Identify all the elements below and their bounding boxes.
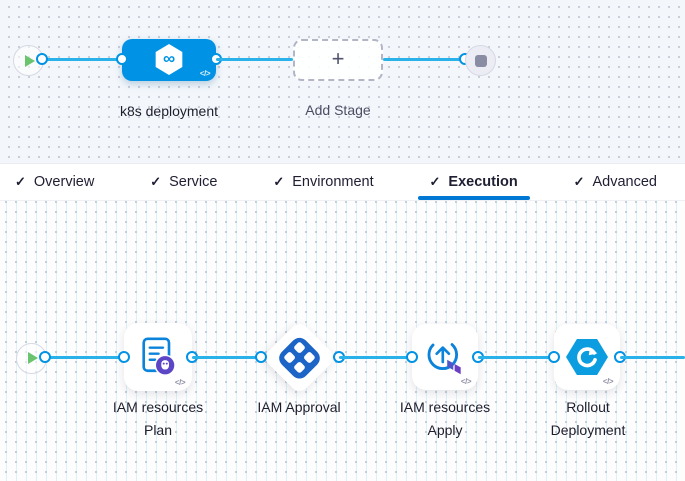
stage-config-tabbar: ✓ Overview ✓ Service ✓ Environment ✓ Exe… bbox=[0, 163, 685, 201]
check-icon: ✓ bbox=[150, 174, 162, 189]
terraform-plan-icon bbox=[142, 337, 176, 376]
stop-icon bbox=[474, 54, 487, 67]
add-stage-button[interactable]: + bbox=[293, 38, 383, 81]
port-start-out[interactable] bbox=[35, 53, 48, 65]
play-icon bbox=[28, 352, 38, 364]
check-icon: ✓ bbox=[273, 174, 285, 189]
port-approval-in[interactable] bbox=[254, 350, 267, 363]
terraform-apply-icon bbox=[427, 339, 461, 375]
step-label-rollout: Rollout Deployment bbox=[517, 396, 659, 442]
tab-label: Overview bbox=[33, 174, 95, 190]
play-icon bbox=[25, 54, 35, 67]
tab-label: Environment bbox=[292, 174, 374, 190]
port-stage-in[interactable] bbox=[115, 53, 128, 65]
code-view-icon[interactable]: </> bbox=[602, 377, 614, 386]
step-label-line: IAM resources bbox=[112, 399, 204, 415]
tab-advanced[interactable]: ✓ Advanced bbox=[562, 164, 669, 200]
code-view-icon[interactable]: </> bbox=[460, 377, 472, 386]
edge-start-to-plan bbox=[45, 355, 124, 359]
plus-icon: + bbox=[331, 45, 345, 71]
step-node-iam-approval[interactable] bbox=[261, 319, 337, 395]
step-label-approval: IAM Approval bbox=[229, 396, 369, 419]
step-label-plan: IAM resources Plan bbox=[88, 396, 228, 442]
edge-rollout-to-next bbox=[620, 355, 685, 359]
step-node-terraform-plan[interactable]: </> bbox=[124, 323, 192, 391]
check-icon: ✓ bbox=[429, 174, 441, 189]
pipeline-end-node bbox=[465, 45, 496, 76]
edge-stage-to-add bbox=[216, 58, 293, 61]
port-plan-in[interactable] bbox=[117, 350, 130, 363]
harness-cd-icon: ∞ bbox=[155, 44, 183, 75]
step-node-rollout-deployment[interactable]: </> bbox=[554, 324, 620, 390]
port-apply-in[interactable] bbox=[405, 350, 418, 363]
stage-label: k8s deployment bbox=[119, 103, 219, 119]
add-stage-label: Add Stage bbox=[305, 102, 371, 118]
execution-graph-canvas[interactable]: </> </> bbox=[0, 201, 685, 481]
step-node-terraform-apply[interactable]: </> bbox=[412, 324, 478, 390]
step-label-line: Plan bbox=[143, 422, 173, 438]
tab-execution[interactable]: ✓ Execution bbox=[417, 164, 530, 200]
code-view-icon[interactable]: </> bbox=[199, 68, 211, 78]
check-icon: ✓ bbox=[573, 174, 585, 189]
tab-environment[interactable]: ✓ Environment bbox=[261, 164, 385, 200]
step-label-line: Apply bbox=[427, 422, 463, 438]
port-exec-start-out[interactable] bbox=[38, 350, 51, 363]
port-rollout-in[interactable] bbox=[547, 350, 560, 363]
edge-plan-to-approval bbox=[192, 355, 261, 359]
tab-label: Service bbox=[169, 174, 218, 190]
step-label-line: Deployment bbox=[550, 422, 626, 438]
active-tab-underline bbox=[417, 196, 530, 200]
edge-approval-to-apply bbox=[339, 355, 412, 359]
approval-icon bbox=[274, 332, 324, 382]
edge-apply-to-rollout bbox=[478, 355, 554, 359]
infinity-glyph: ∞ bbox=[162, 49, 176, 68]
rolling-deploy-icon bbox=[566, 339, 608, 375]
edge-start-to-stage bbox=[42, 58, 122, 61]
step-label-line: Rollout bbox=[566, 399, 610, 415]
stage-node-k8s-deployment[interactable]: ∞ </> bbox=[122, 38, 216, 81]
check-icon: ✓ bbox=[15, 174, 26, 189]
tab-label: Advanced bbox=[592, 174, 657, 190]
tab-overview[interactable]: ✓ Overview bbox=[3, 164, 106, 200]
stage-graph-canvas[interactable]: ∞ </> + k8s deployment Add Stage bbox=[0, 0, 685, 163]
step-label-line: IAM resources bbox=[399, 399, 491, 415]
code-view-icon[interactable]: </> bbox=[174, 378, 186, 387]
tab-label: Execution bbox=[448, 174, 518, 190]
step-label-line: IAM Approval bbox=[257, 399, 341, 415]
tab-service[interactable]: ✓ Service bbox=[138, 164, 229, 200]
step-label-apply: IAM resources Apply bbox=[375, 396, 515, 442]
edge-add-to-end bbox=[383, 58, 465, 61]
